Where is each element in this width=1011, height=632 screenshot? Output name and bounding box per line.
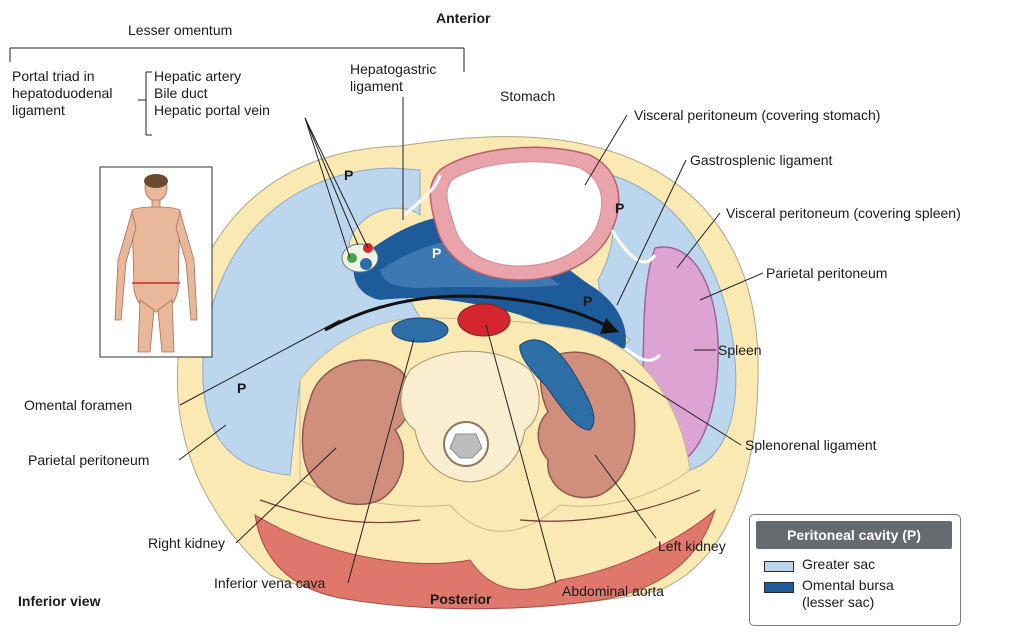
parietal-peritoneum-right-label: Parietal peritoneum: [766, 265, 887, 282]
omental-bursa-marker-right: P: [583, 293, 592, 310]
hepatogastric-ligament-label: Hepatogastric ligament: [350, 61, 436, 95]
visceral-peritoneum-stomach-label: Visceral peritoneum (covering stomach): [634, 107, 880, 124]
lesser-omentum-label: Lesser omentum: [128, 22, 232, 39]
omental-bursa-swatch: [764, 582, 794, 593]
greater-sac-marker-right: P: [615, 200, 624, 217]
legend-greater-sac-label: Greater sac: [802, 556, 875, 573]
abdominal-aorta-label: Abdominal aorta: [562, 583, 664, 600]
omental-bursa-marker: P: [432, 245, 441, 262]
parietal-peritoneum-left-label: Parietal peritoneum: [28, 452, 149, 469]
triad-items-label: Hepatic artery Bile duct Hepatic portal …: [154, 68, 270, 119]
posterior-label: Posterior: [430, 591, 491, 608]
left-kidney-label: Left kidney: [658, 538, 726, 555]
greater-sac-marker-left: P: [237, 380, 246, 397]
gastrosplenic-ligament-label: Gastrosplenic ligament: [690, 152, 832, 169]
abdominal-aorta: [458, 304, 510, 336]
right-kidney: [302, 360, 411, 504]
stomach-label: Stomach: [500, 88, 555, 105]
peritoneal-cavity-marker: P: [344, 167, 353, 184]
portal-vein: [360, 258, 372, 270]
inferior-view-label: Inferior view: [18, 593, 100, 610]
right-kidney-label: Right kidney: [148, 535, 225, 552]
inferior-vena-cava: [392, 318, 448, 342]
spleen-label: Spleen: [718, 342, 762, 359]
greater-sac-swatch: [764, 561, 794, 572]
omental-foramen-label: Omental foramen: [24, 397, 132, 414]
portal-triad-label: Portal triad in hepatoduodenal ligament: [12, 68, 112, 119]
legend-title: Peritoneal cavity (P): [756, 521, 952, 549]
anterior-label: Anterior: [436, 10, 490, 27]
legend-omental-bursa-label: Omental bursa (lesser sac): [802, 577, 894, 611]
visceral-peritoneum-spleen-label: Visceral peritoneum (covering spleen): [726, 205, 961, 222]
splenorenal-ligament-label: Splenorenal ligament: [745, 437, 877, 454]
inferior-vena-cava-label: Inferior vena cava: [214, 575, 325, 592]
legend-box: Peritoneal cavity (P) Greater sac Omenta…: [749, 514, 961, 626]
hair: [144, 174, 168, 188]
